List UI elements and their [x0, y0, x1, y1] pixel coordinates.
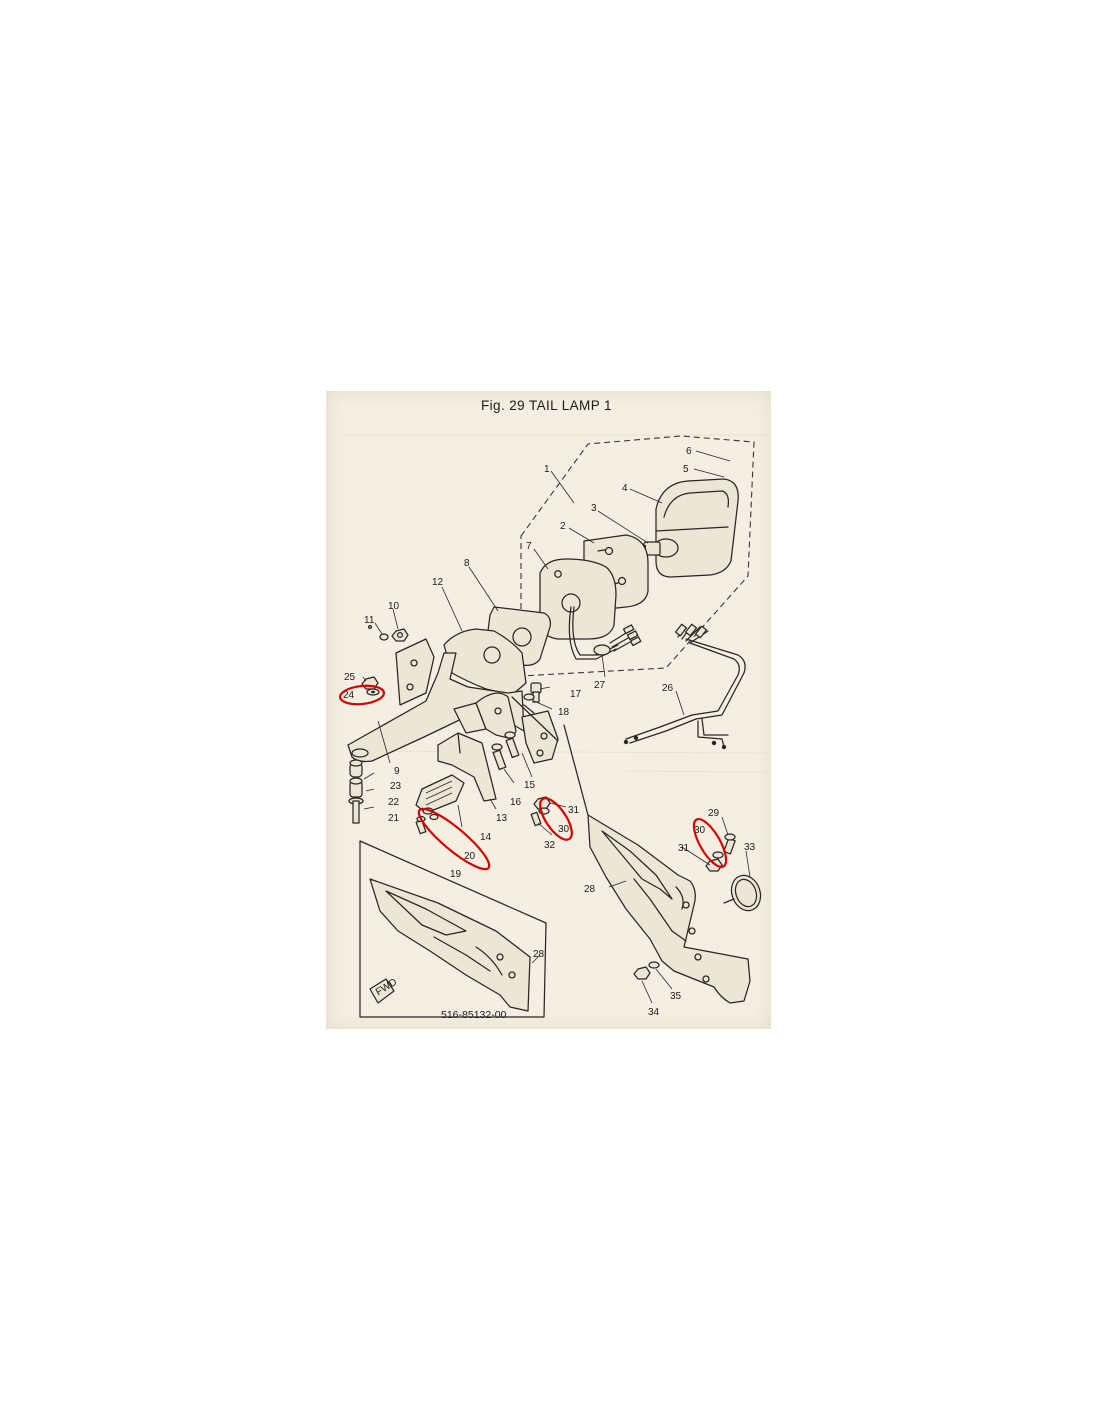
part-license-bracket-28	[563, 724, 751, 1004]
highlight-ring-20	[417, 807, 491, 871]
part-bolt-16	[491, 743, 507, 771]
callout-4: 4	[622, 483, 628, 494]
callout-25: 25	[344, 672, 356, 683]
callout-21: 21	[388, 813, 400, 824]
callout-9: 9	[394, 766, 400, 777]
callout-18: 18	[558, 707, 570, 718]
callout-30-right: 30	[694, 825, 706, 836]
part-nut-34	[633, 966, 651, 980]
part-mount-arm	[511, 696, 559, 764]
part-lens-4	[655, 478, 739, 578]
callout-8: 8	[464, 558, 470, 569]
callout-15: 15	[524, 780, 536, 791]
highlight-ring-30-center	[539, 797, 573, 841]
callout-27: 27	[594, 680, 606, 691]
callout-1: 1	[544, 464, 550, 475]
scan-artifacts	[346, 434, 767, 773]
callout-28-main: 28	[584, 884, 596, 895]
part-washer-18	[523, 693, 535, 714]
exploded-view-diagram: Fig. 29 TAIL LAMP 1	[339, 398, 767, 1021]
part-reflector-33	[723, 874, 762, 912]
leader-lines	[362, 450, 751, 1004]
callout-20: 20	[464, 851, 476, 862]
part-damper-22	[349, 777, 363, 798]
callout-6: 6	[686, 446, 692, 457]
callout-30-center: 30	[558, 824, 570, 835]
part-bolt-19	[415, 815, 427, 835]
part-washer-24	[366, 688, 380, 696]
callout-34: 34	[648, 1007, 660, 1018]
inset-plate-view: FWD	[359, 840, 547, 1018]
callout-12: 12	[432, 577, 444, 588]
figure-title: Fig. 29 TAIL LAMP 1	[481, 398, 612, 413]
callout-19: 19	[450, 869, 462, 880]
part-bolt-29	[723, 833, 736, 855]
part-bolt-15	[504, 731, 520, 759]
callout-10: 10	[388, 601, 400, 612]
part-mount-14	[415, 774, 465, 814]
callout-11: 11	[364, 615, 375, 626]
part-washer-35	[648, 961, 660, 969]
part-clamp-13	[437, 732, 497, 802]
callout-29: 29	[708, 808, 720, 819]
callout-28-inset: 28	[533, 949, 545, 960]
part-bulb-3	[642, 538, 679, 558]
part-wire-harness-26	[623, 623, 746, 750]
part-washer-30-right	[712, 851, 724, 859]
callout-16: 16	[510, 797, 522, 808]
highlight-marks	[339, 684, 728, 871]
part-bolt-21	[348, 797, 364, 824]
callout-5: 5	[683, 464, 689, 475]
callout-14: 14	[480, 832, 492, 843]
highlight-ring-24	[339, 684, 385, 706]
callout-23: 23	[390, 781, 402, 792]
callout-31-right: 31	[678, 843, 690, 854]
part-number: 516-85132-00	[441, 1009, 507, 1021]
callout-labels: 1 2 3 4 5 6 7 8 9 10 11 12 13 14 15 16 1…	[343, 446, 756, 1018]
part-bracket-9	[347, 638, 525, 763]
callout-24: 24	[343, 690, 355, 701]
part-nut-10	[391, 628, 409, 642]
part-bolt-32	[530, 811, 542, 827]
part-washer-11	[367, 624, 389, 641]
callout-3: 3	[591, 503, 597, 514]
callout-26: 26	[662, 683, 674, 694]
callout-31-center: 31	[568, 805, 580, 816]
callout-35: 35	[670, 991, 682, 1002]
callout-17: 17	[570, 689, 582, 700]
callout-13: 13	[496, 813, 508, 824]
callout-22: 22	[388, 797, 400, 808]
part-wiring-27	[568, 606, 642, 660]
part-gasket-7	[539, 558, 617, 640]
part-seat-plate-12	[443, 628, 527, 696]
callout-32: 32	[544, 840, 556, 851]
part-collar-23	[349, 759, 363, 778]
callout-33: 33	[744, 842, 756, 853]
part-nut-31-right	[705, 858, 723, 872]
highlight-ring-30-right	[692, 817, 728, 869]
callout-7: 7	[526, 541, 532, 552]
callout-2: 2	[560, 521, 566, 532]
parts-catalog-page: Fig. 29 TAIL LAMP 1	[326, 391, 771, 1029]
